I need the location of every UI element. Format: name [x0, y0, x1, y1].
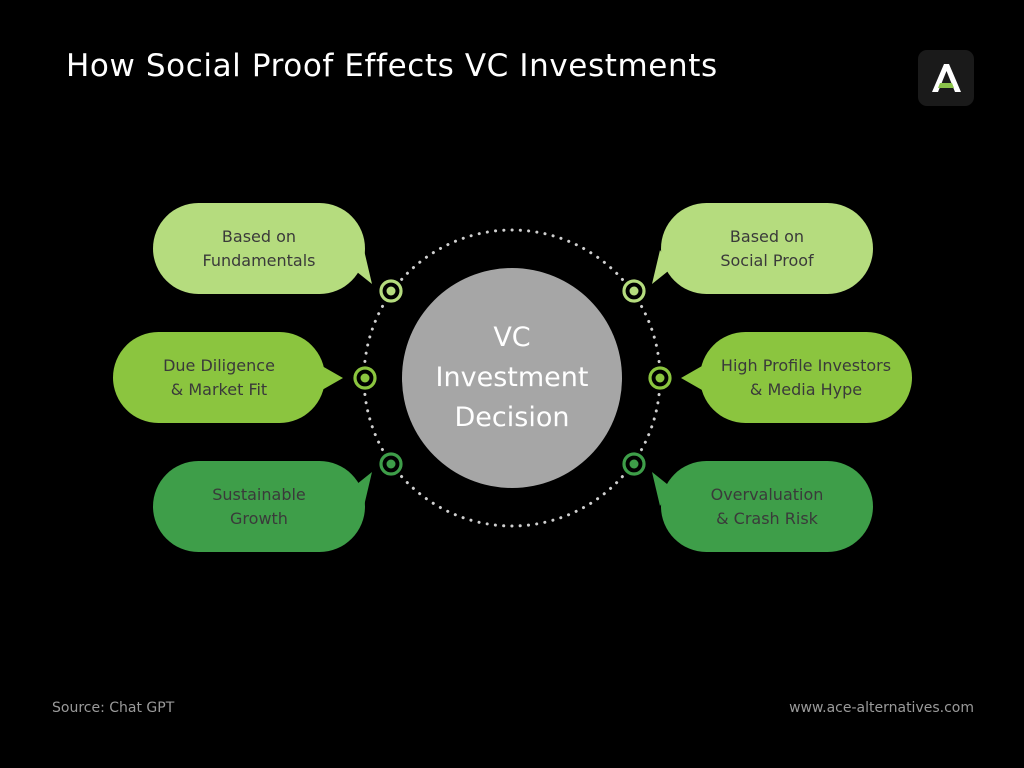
callout-bubble-tail [652, 472, 672, 506]
callout-bubble [652, 461, 873, 552]
brand-logo [918, 50, 974, 106]
callout-bubble [153, 461, 372, 552]
callout-bubble [153, 203, 372, 294]
connector-dot-icon [379, 279, 403, 303]
connector-dot-icon [622, 279, 646, 303]
connector-dot-icon [648, 366, 672, 390]
callout-bubble-tail [352, 250, 372, 284]
callout-bubble-body [153, 203, 365, 294]
center-node [402, 268, 622, 488]
logo-a-icon [932, 64, 961, 92]
source-note: Source: Chat GPT [52, 700, 175, 716]
connector-dot-icon [353, 366, 377, 390]
callout-bubble-body [700, 332, 912, 423]
callout-bubble-tail [322, 366, 343, 390]
callout-bubble-tail [681, 366, 702, 390]
website-url: www.ace-alternatives.com [789, 700, 974, 716]
callout-bubble-body [153, 461, 365, 552]
callout-bubble-tail [352, 472, 372, 506]
center-label-line: Decision [454, 402, 570, 433]
center-label-line: VC [493, 322, 531, 353]
callout-bubble-tail [652, 250, 672, 284]
connector-dot-icon [379, 452, 403, 476]
callout-bubble-body [661, 203, 873, 294]
page-title: How Social Proof Effects VC Investments [66, 48, 718, 84]
callout-bubble [681, 332, 912, 423]
callout-bubble [113, 332, 343, 423]
center-label: VC Investment Decision [402, 318, 622, 438]
callout-bubble-body [113, 332, 325, 423]
callout-bubble-body [661, 461, 873, 552]
callout-bubble [652, 203, 873, 294]
connector-dot-icon [622, 452, 646, 476]
center-label-line: Investment [435, 362, 589, 393]
